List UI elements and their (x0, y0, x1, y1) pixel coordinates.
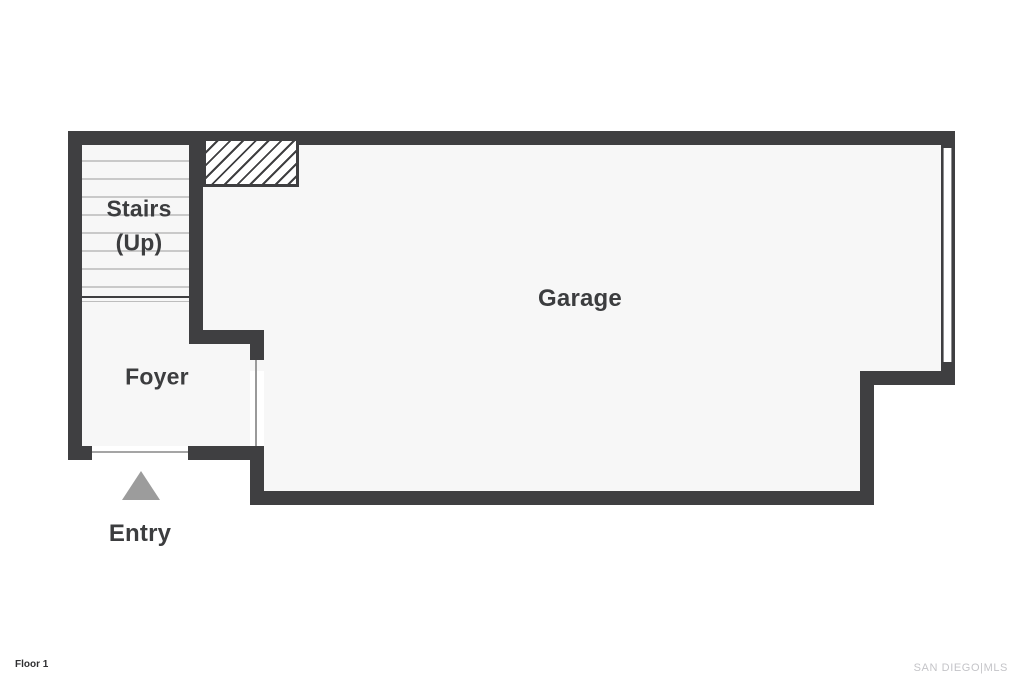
stair-tread (82, 250, 189, 252)
stair-tread (82, 196, 189, 198)
stair-tread (82, 160, 189, 162)
garage-floor-lower (264, 371, 860, 491)
stair-tread (82, 178, 189, 180)
entry-arrow-icon (122, 471, 160, 500)
foyer-right-wall-upper (250, 344, 264, 360)
garage-window (943, 148, 952, 362)
notch-vertical-wall (860, 371, 874, 505)
garage-floor-upper (203, 145, 941, 371)
stairs-floor (82, 145, 189, 303)
foyer-bottom-wall-left (68, 446, 92, 460)
stairs-label-line1: Stairs (106, 195, 172, 222)
entry-threshold-line (92, 451, 188, 453)
foyer-garage-opening-line (255, 360, 257, 446)
stairs-label-line2: (Up) (115, 229, 163, 256)
stairs-bottom-edge-line-2 (82, 301, 189, 302)
stairs-right-wall (189, 131, 203, 344)
garage-bottom-wall (250, 491, 874, 505)
garage-label: Garage (538, 285, 622, 312)
left-wall (68, 131, 82, 460)
foyer-label: Foyer (125, 363, 189, 390)
stairs-bottom-edge-line (82, 296, 189, 298)
foyer-bottom-wall-right (188, 446, 250, 460)
stairs-foyer-jog-wall (189, 330, 264, 344)
entry-label: Entry (108, 520, 172, 547)
stair-tread (82, 232, 189, 234)
mls-watermark: SAN DIEGO|MLS (913, 662, 1008, 674)
floor-number-label: Floor 1 (15, 659, 49, 670)
foyer-right-wall-lower (250, 446, 264, 505)
stair-tread (82, 214, 189, 216)
diagonal-hatch-area (203, 138, 299, 187)
stair-tread (82, 286, 189, 288)
notch-horizontal-wall (860, 371, 955, 385)
stair-tread (82, 268, 189, 270)
